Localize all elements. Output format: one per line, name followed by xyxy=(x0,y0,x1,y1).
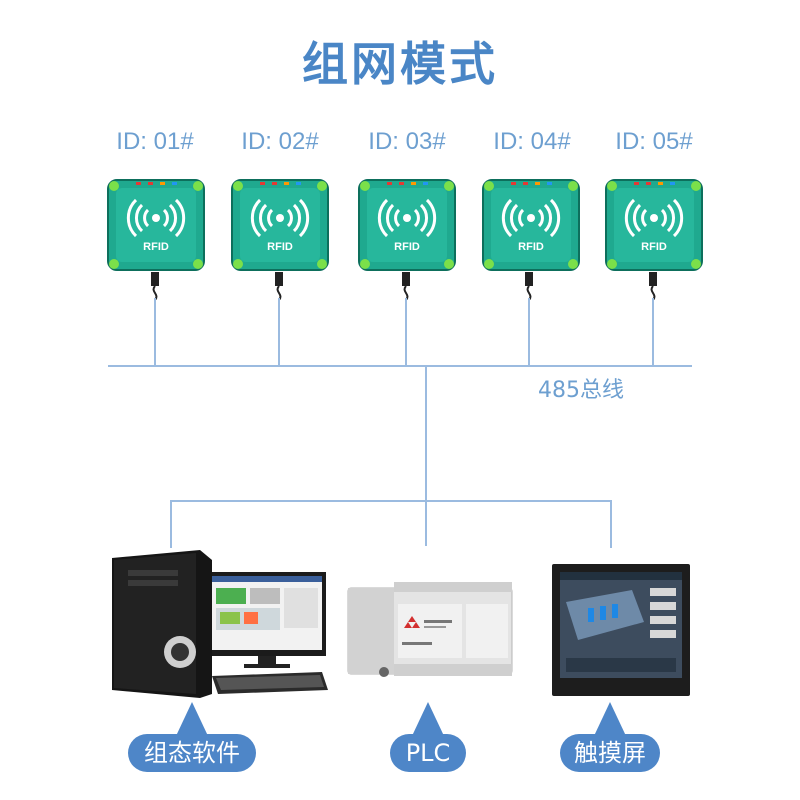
device-bus-line xyxy=(170,500,612,502)
device-label-plc: PLC xyxy=(390,734,466,772)
reader-id-label-5: ID: 05# xyxy=(615,128,693,155)
rfid-reader-icon: RFID xyxy=(482,179,580,271)
rfid-reader-icon: RFID xyxy=(358,179,456,271)
plc-controller xyxy=(346,578,514,686)
rfid-logo-text: RFID xyxy=(518,241,544,253)
cable-connector-4 xyxy=(525,272,533,300)
touch-screen xyxy=(552,562,690,698)
rfid-logo-text: RFID xyxy=(267,241,293,253)
page-title: 组网模式 xyxy=(302,37,498,91)
rfid-reader-4: RFID xyxy=(481,176,581,274)
reader-drop-line-2 xyxy=(278,298,280,366)
device-drop-line-3 xyxy=(610,500,612,548)
rfid-logo-text: RFID xyxy=(394,241,420,253)
device-drop-line-1 xyxy=(170,500,172,548)
cable-connector-2 xyxy=(275,272,283,300)
plc-controller-icon xyxy=(347,582,513,677)
label-pointer-1 xyxy=(176,702,208,736)
rs485-bus-line xyxy=(108,365,692,367)
bus-label: 485总线 xyxy=(538,378,624,403)
rfid-logo-text: RFID xyxy=(143,241,169,253)
desktop-computer-icon xyxy=(112,550,328,698)
desktop-computer xyxy=(108,548,330,700)
cable-connector-1 xyxy=(151,272,159,300)
device-label-scada: 组态软件 xyxy=(128,734,256,772)
rfid-reader-icon: RFID xyxy=(605,179,703,271)
reader-id-label-4: ID: 04# xyxy=(493,128,571,155)
label-pointer-2 xyxy=(412,702,444,736)
cable-connector-3 xyxy=(402,272,410,300)
reader-id-label-2: ID: 02# xyxy=(241,128,319,155)
rfid-reader-3: RFID xyxy=(357,176,457,274)
reader-drop-line-4 xyxy=(528,298,530,366)
touch-screen-icon xyxy=(552,564,690,696)
device-label-touch-screen: 触摸屏 xyxy=(560,734,660,772)
cable-connector-5 xyxy=(649,272,657,300)
reader-id-label-1: ID: 01# xyxy=(116,128,194,155)
reader-id-label-3: ID: 03# xyxy=(368,128,446,155)
rfid-logo-text: RFID xyxy=(641,241,667,253)
rfid-reader-icon: RFID xyxy=(231,179,329,271)
rfid-reader-1: RFID xyxy=(106,176,206,274)
rfid-reader-icon: RFID xyxy=(107,179,205,271)
reader-drop-line-3 xyxy=(405,298,407,366)
trunk-line xyxy=(425,366,427,546)
reader-drop-line-5 xyxy=(652,298,654,366)
rfid-reader-2: RFID xyxy=(230,176,330,274)
rfid-reader-5: RFID xyxy=(604,176,704,274)
label-pointer-3 xyxy=(594,702,626,736)
reader-drop-line-1 xyxy=(154,298,156,366)
